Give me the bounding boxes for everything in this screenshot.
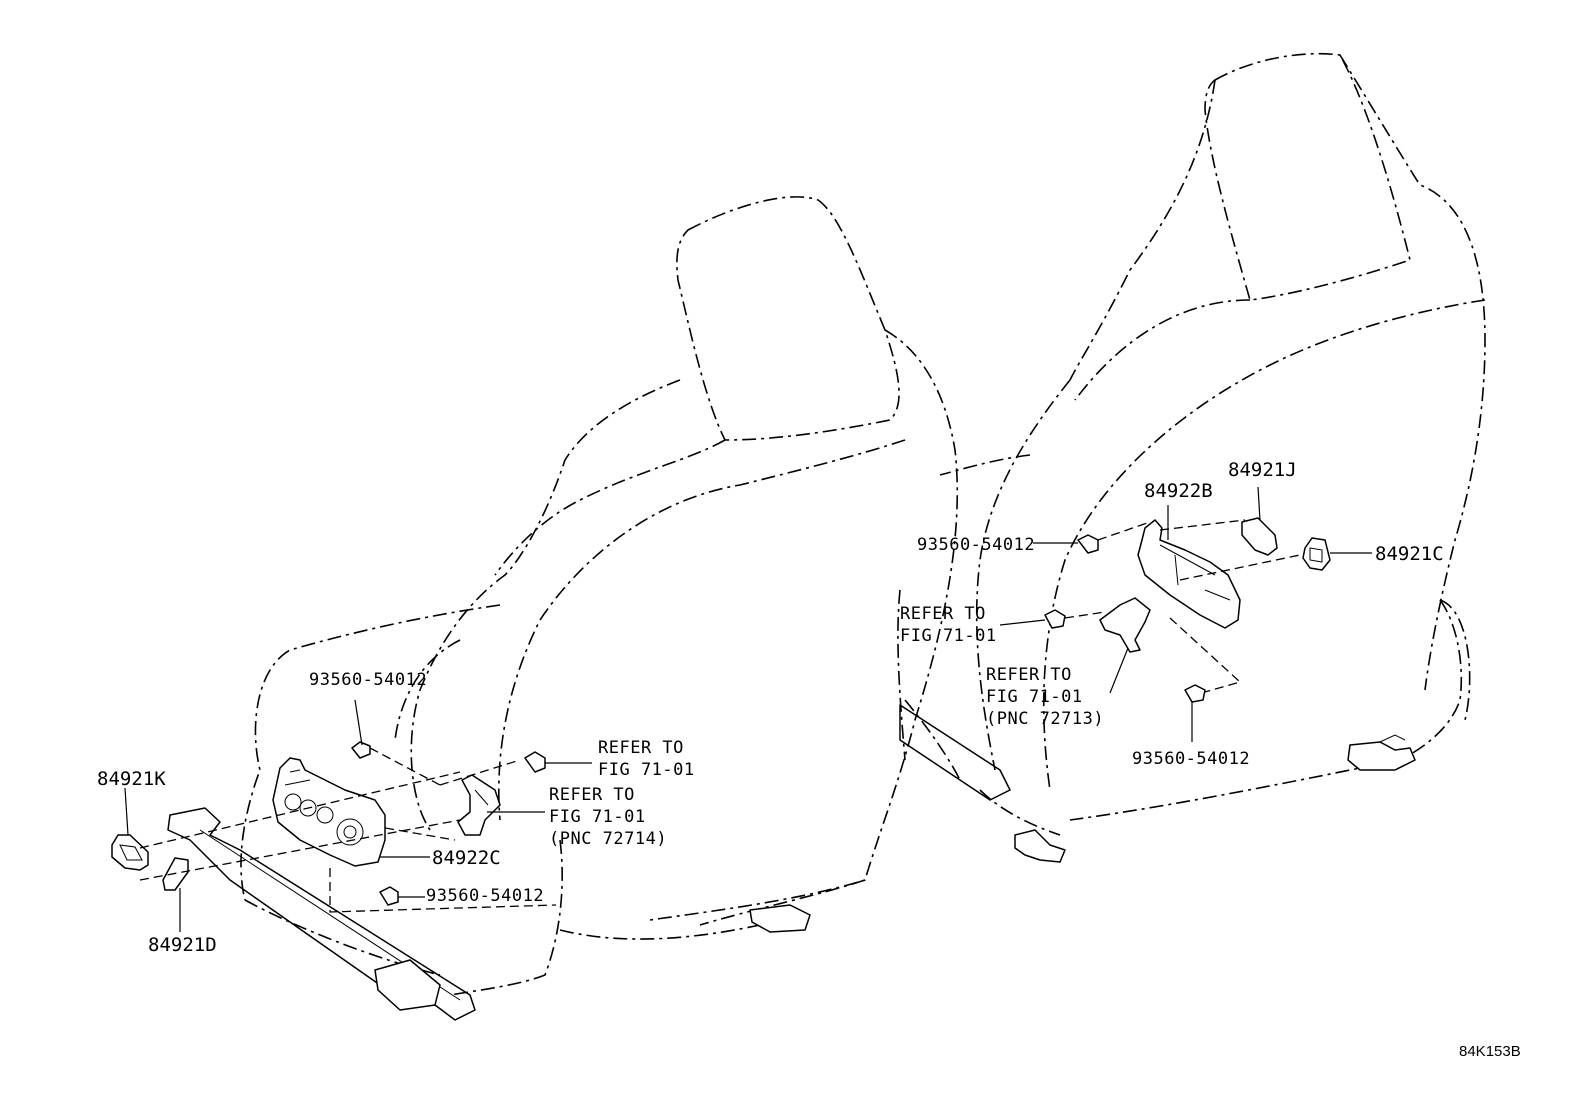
left-bracket (457, 774, 501, 836)
right-knob-84921J (1241, 517, 1278, 556)
label-left-bolt-top: 93560-54012 (309, 670, 427, 690)
left-leader-lines (124, 699, 592, 932)
label-right-bolt-top: 93560-54012 (917, 535, 1035, 555)
label-84922C: 84922C (432, 847, 501, 869)
right-leader-lines (999, 486, 1372, 742)
label-left-refer-b-line3: (PNC 72714) (549, 829, 667, 849)
right-switch-84922B (1137, 519, 1241, 629)
left-bolt-screws (351, 741, 546, 906)
label-right-refer-b-line3: (PNC 72713) (986, 709, 1104, 729)
diagram-code: 84K153B (1459, 1043, 1521, 1060)
label-left-refer-a-line2: FIG 71-01 (598, 760, 695, 780)
label-right-refer-b-line1: REFER TO (986, 665, 1072, 685)
label-84922B: 84922B (1144, 480, 1213, 502)
label-right-refer-b-line2: FIG 71-01 (986, 687, 1083, 707)
right-knob-84921C (1302, 537, 1331, 571)
right-bracket (1099, 597, 1151, 653)
label-left-refer-b-line2: FIG 71-01 (549, 807, 646, 827)
label-84921C: 84921C (1375, 543, 1444, 565)
label-left-refer-b-line1: REFER TO (549, 785, 635, 805)
label-right-bolt-bottom: 93560-54012 (1132, 749, 1250, 769)
label-left-refer-a-line1: REFER TO (598, 738, 684, 758)
label-right-refer-a-line2: FIG 71-01 (900, 626, 997, 646)
right-seat-outline (897, 52, 1486, 863)
label-84921D: 84921D (148, 934, 217, 956)
left-switch-84922C (272, 757, 386, 867)
label-84921J: 84921J (1228, 459, 1297, 481)
left-assembly-dash-lines (139, 747, 557, 913)
right-bolt-screws (1044, 534, 1206, 703)
left-seat-outline (167, 196, 959, 1021)
left-knob-84921K (111, 834, 149, 871)
right-assembly-dash-lines (1064, 519, 1301, 693)
label-left-bolt-bottom: 93560-54012 (426, 886, 544, 906)
label-84921K: 84921K (97, 768, 166, 790)
label-right-refer-a-line1: REFER TO (900, 604, 986, 624)
